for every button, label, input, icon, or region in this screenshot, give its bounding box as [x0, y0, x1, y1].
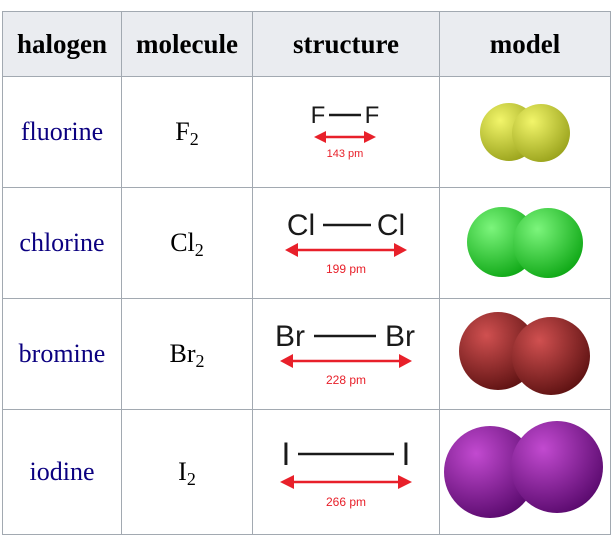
formula-symbol: I	[178, 457, 187, 486]
structure-atom-right: Cl	[377, 209, 405, 242]
formula-symbol: F	[175, 117, 190, 146]
structure-atom-left: Cl	[287, 209, 315, 242]
formula-symbol: Br	[169, 339, 196, 368]
structure-cell: Cl Cl 199 pm	[252, 187, 440, 299]
molecule-formula: F2	[175, 117, 199, 149]
space-filling-model-chlorine	[467, 207, 583, 278]
molecule-formula: Cl2	[170, 228, 204, 260]
structure-diagram-fluorine: F F 143 pm	[311, 102, 380, 160]
distance-arrow	[285, 243, 407, 257]
structure-cell: I I 266 pm	[252, 409, 440, 535]
table-row: chlorine Cl2 Cl Cl 199 pm	[2, 187, 611, 299]
model-cell	[439, 187, 611, 299]
distance-arrow	[314, 131, 376, 143]
halogen-link-bromine[interactable]: bromine	[18, 339, 106, 368]
atom-sphere-left	[444, 426, 536, 518]
structure-diagram-iodine: I I 266 pm	[280, 436, 412, 509]
model-cell	[439, 298, 611, 410]
space-filling-model-fluorine	[480, 103, 570, 162]
bond-length-label: 143 pm	[327, 148, 364, 160]
formula-subscript: 2	[189, 129, 199, 149]
formula-subscript: 2	[194, 240, 204, 260]
bond-length-label: 228 pm	[326, 373, 366, 387]
model-cell	[439, 76, 611, 188]
bond-length-label: 266 pm	[326, 495, 366, 509]
halogen-link-fluorine[interactable]: fluorine	[20, 117, 104, 146]
header-halogen: halogen	[2, 11, 122, 77]
structure-diagram-chlorine: Cl Cl 199 pm	[285, 209, 407, 276]
bond-length-label: 199 pm	[326, 262, 366, 276]
distance-arrow	[280, 475, 412, 489]
structure-atom-right: Br	[385, 320, 415, 353]
table-row: fluorine F2 F F 143 pm	[2, 76, 611, 188]
structure-cell: F F 143 pm	[252, 76, 440, 188]
halogen-table: halogen molecule structure model fluorin…	[2, 11, 611, 535]
halogen-cell: chlorine	[2, 187, 122, 299]
model-cell	[439, 409, 611, 535]
molecule-cell: Cl2	[121, 187, 253, 299]
space-filling-model-bromine	[459, 312, 590, 395]
atom-sphere-right	[511, 421, 603, 513]
structure-atom-left: F	[311, 102, 326, 129]
header-row: halogen molecule structure model	[2, 11, 611, 77]
structure-atom-left: Br	[275, 320, 305, 353]
halogen-link-iodine[interactable]: iodine	[29, 457, 95, 486]
structure-diagram-bromine: Br Br 228 pm	[275, 320, 415, 387]
molecule-cell: Br2	[121, 298, 253, 410]
header-model: model	[439, 11, 611, 77]
structure-atom-right: F	[365, 102, 380, 129]
molecule-cell: F2	[121, 76, 253, 188]
distance-arrow	[280, 354, 412, 368]
structure-cell: Br Br 228 pm	[252, 298, 440, 410]
halogen-cell: bromine	[2, 298, 122, 410]
atom-sphere-right	[512, 317, 590, 395]
table-row: bromine Br2 Br Br 228 pm	[2, 298, 611, 410]
halogen-cell: fluorine	[2, 76, 122, 188]
header-structure: structure	[252, 11, 440, 77]
header-molecule: molecule	[121, 11, 253, 77]
atom-sphere-right	[512, 104, 570, 162]
formula-symbol: Cl	[170, 228, 195, 257]
molecule-formula: I2	[178, 457, 196, 489]
formula-subscript: 2	[186, 469, 196, 489]
molecule-formula: Br2	[169, 339, 205, 371]
space-filling-model-iodine	[444, 421, 603, 518]
halogen-cell: iodine	[2, 409, 122, 535]
halogen-link-chlorine[interactable]: chlorine	[19, 228, 105, 257]
structure-atom-left: I	[282, 436, 291, 472]
formula-subscript: 2	[195, 351, 205, 371]
structure-atom-right: I	[402, 436, 411, 472]
atom-sphere-right	[513, 208, 583, 278]
molecule-cell: I2	[121, 409, 253, 535]
table-row: iodine I2 I I 266 pm	[2, 409, 611, 535]
